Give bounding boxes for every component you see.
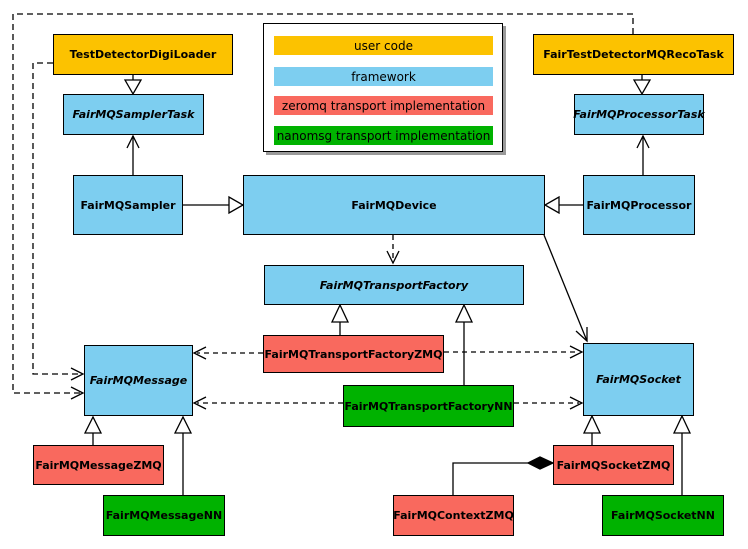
node-fairmqtransportfactoryzmq: FairMQTransportFactoryZMQ	[263, 335, 444, 373]
edge-factoryzmq-inherits-factory	[330, 303, 350, 335]
node-fairmqsamplertask: FairMQSamplerTask	[63, 94, 204, 135]
edge-sampler-inherits-device	[183, 195, 245, 215]
node-fairmqdevice: FairMQDevice	[243, 175, 545, 235]
edge-messagezmq-inherits-message	[83, 415, 103, 445]
edge-factoryzmq-creates-socket	[444, 345, 584, 359]
edge-recotask-inherits-processortask	[632, 75, 652, 96]
edge-digiloader-inherits-samplertask	[123, 75, 143, 96]
edge-digiloader-uses-message	[32, 62, 85, 381]
node-fairmqcontextzmq: FairMQContextZMQ	[393, 495, 514, 536]
node-fairmqmessagezmq: FairMQMessageZMQ	[33, 445, 164, 485]
edge-socketzmq-owns-contextzmq	[452, 456, 555, 495]
edge-factorynn-creates-message	[192, 396, 343, 410]
node-testdetectordigiloader: TestDetectorDigiLoader	[53, 34, 233, 75]
node-fairtestdetectormqrecotask: FairTestDetectorMQRecoTask	[533, 34, 734, 75]
node-fairmqtransportfactorynn: FairMQTransportFactoryNN	[343, 385, 514, 427]
legend-item-nanomsg: nanomsg transport implementation	[274, 126, 493, 145]
edge-factorynn-inherits-factory	[454, 303, 474, 385]
edge-device-to-socket	[543, 234, 588, 343]
node-fairmqsocketnn: FairMQSocketNN	[602, 495, 724, 536]
node-fairmqsocketzmq: FairMQSocketZMQ	[553, 445, 674, 485]
legend-item-user-code: user code	[274, 36, 493, 55]
edge-processor-inherits-device	[543, 195, 583, 215]
legend-item-zeromq: zeromq transport implementation	[274, 96, 493, 115]
edge-messagenn-inherits-message	[173, 415, 193, 495]
node-fairmqprocessor: FairMQProcessor	[583, 175, 695, 235]
edge-recotask-uses-message	[12, 13, 634, 400]
edge-socketnn-inherits-socket	[672, 414, 692, 495]
edge-factorynn-creates-socket	[514, 396, 584, 410]
edge-socketzmq-inherits-socket	[582, 414, 602, 445]
node-fairmqmessagenn: FairMQMessageNN	[103, 495, 225, 536]
node-fairmqsocket: FairMQSocket	[583, 343, 694, 416]
node-fairmqprocessortask: FairMQProcessorTask	[573, 94, 705, 135]
edge-sampler-to-samplertask	[126, 134, 140, 175]
edge-factoryzmq-creates-message	[192, 346, 263, 360]
edge-device-uses-transportfactory	[386, 235, 400, 265]
edge-processor-to-processortask	[636, 134, 650, 175]
legend-item-framework: framework	[274, 67, 493, 86]
node-fairmqtransportfactory: FairMQTransportFactory	[264, 265, 524, 305]
legend-panel: user code framework zeromq transport imp…	[263, 23, 503, 152]
node-fairmqsampler: FairMQSampler	[73, 175, 183, 235]
node-fairmqmessage: FairMQMessage	[84, 345, 193, 416]
